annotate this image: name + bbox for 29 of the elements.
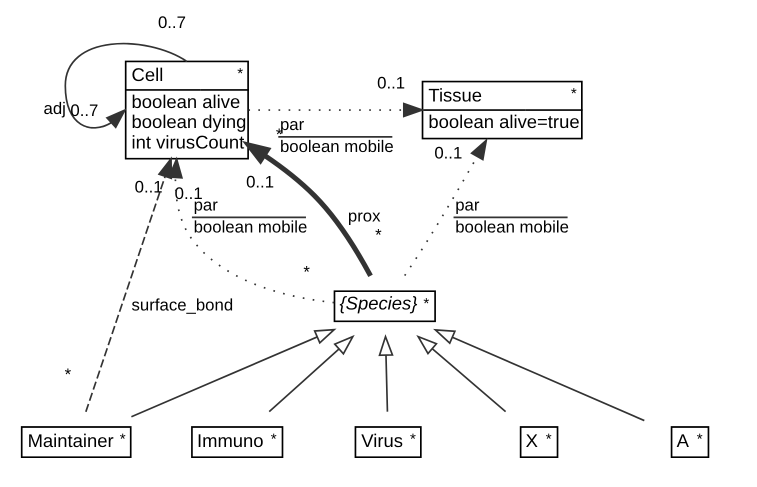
node-box: {Species} *: [334, 290, 436, 322]
node-box: A *: [670, 426, 710, 458]
edge-label: adj: [44, 99, 66, 118]
label: 0..7: [158, 13, 186, 32]
arrow: [433, 328, 645, 422]
label: *: [303, 262, 310, 282]
label: *: [375, 226, 382, 245]
edge-label: surface_bond: [132, 295, 234, 314]
node-box: Maintainer *: [20, 426, 132, 458]
arrow: [64, 42, 188, 129]
edge-label: prox: [348, 206, 381, 226]
node-box: Virus *: [354, 426, 422, 458]
arrow: [404, 138, 488, 276]
label: *: [276, 125, 282, 144]
label: 0..1: [377, 73, 406, 92]
label: *: [64, 364, 72, 384]
label: 0..1: [246, 172, 274, 192]
edge-label: par boolean mobile: [455, 196, 569, 236]
node-box: X *: [520, 426, 558, 458]
label: 0..7: [70, 101, 98, 120]
arrow: [242, 140, 373, 278]
arrow: [416, 334, 506, 412]
arrow: [131, 328, 337, 418]
node-box: Immuno *: [191, 426, 284, 458]
arrow: [378, 334, 394, 412]
arrow: [248, 102, 425, 118]
label: 0..1: [434, 144, 462, 163]
label: 0..1: [134, 177, 163, 196]
arrow: [268, 334, 355, 412]
